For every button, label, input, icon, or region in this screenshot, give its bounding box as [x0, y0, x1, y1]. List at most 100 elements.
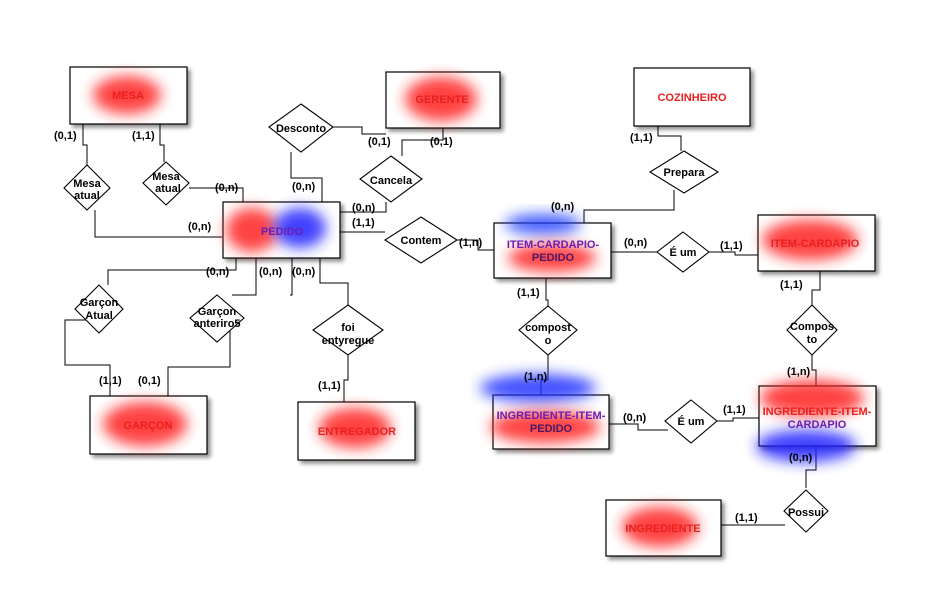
rel-prepara	[648, 150, 720, 194]
line-pedido-foientyregue	[319, 258, 349, 305]
entity-ingrediente: INGREDIENTE	[605, 499, 722, 557]
entity-item-cardapio-pedido-label-2: PEDIDO	[532, 252, 575, 264]
card-pedido-entregador: (0,n)	[292, 266, 316, 278]
card-mesa-right: (1,1)	[132, 130, 155, 142]
card-cozinheiro: (1,1)	[630, 132, 653, 144]
rel-garcon-atual	[74, 284, 124, 334]
rel-mesa-atual-1-label-2: atual	[74, 190, 100, 202]
rel-mesa-atual-2-label-1: Mesa	[152, 171, 180, 183]
rel-garcon-anteriro5-label-1: Garçon	[198, 306, 237, 318]
rel-contem-label: Contem	[401, 235, 442, 247]
line-icp-compost	[545, 278, 549, 306]
card-iic-eum: (1,1)	[723, 404, 746, 416]
entity-item-cardapio-pedido-label-1: ITEM-CARDAPIO-	[507, 239, 600, 251]
entity-garcon: GARÇON	[89, 395, 208, 455]
line-ic-compos	[811, 271, 821, 305]
line-prepara-icp	[583, 190, 675, 223]
entity-garcon-label: GARÇON	[124, 420, 173, 432]
entity-ingrediente-item-cardapio-label-1: INGREDIENTE-ITEM-	[763, 406, 872, 418]
card-pedido-garcon-ant: (0,n)	[259, 266, 283, 278]
entity-cozinheiro: COZINHEIRO	[633, 67, 751, 127]
line-cancela-pedido	[340, 202, 387, 213]
card-pedido-contem: (1,1)	[352, 217, 375, 229]
card-ic-eum: (1,1)	[720, 240, 743, 252]
line-eum-iic	[717, 417, 759, 422]
entity-item-cardapio: ITEM-CARDAPIO	[757, 214, 876, 272]
rel-foi-entyregue-label-2: entyregue	[322, 335, 375, 347]
rel-desconto-label: Desconto	[276, 123, 326, 135]
entity-mesa-label: MESA	[112, 90, 144, 102]
card-contem-icp: (1,n)	[459, 237, 483, 249]
rel-foi-entyregue-label-1: foi	[341, 322, 354, 334]
rel-prepara-label: Prepara	[664, 167, 706, 179]
rel-garcon-anteriro5-label-2: anteriro5	[193, 318, 240, 330]
rel-compost-o-label-2: o	[545, 335, 552, 347]
rel-cancela	[359, 155, 423, 203]
line-cozinheiro-prepara	[657, 126, 682, 151]
card-desconto-pedido: (0,n)	[292, 181, 316, 193]
line-mesa-mesaatual2	[159, 124, 165, 162]
rel-mesa-atual-2-label-2: atual	[155, 183, 181, 195]
entity-cozinheiro-label: COZINHEIRO	[657, 92, 727, 104]
card-cancela-pedido: (0,n)	[352, 202, 376, 214]
entity-ingrediente-item-pedido: INGREDIENTE-ITEM- PEDIDO	[480, 374, 610, 450]
card-entregador: (1,1)	[318, 380, 341, 392]
entity-ingrediente-item-pedido-label-1: INGREDIENTE-ITEM-	[497, 410, 606, 422]
card-pedido-mesa-left: (0,n)	[188, 221, 212, 233]
line-mesaatual2-pedido	[189, 187, 244, 202]
rel-compos-to	[786, 304, 838, 356]
rel-contem	[383, 216, 459, 264]
line-gerente-cancela	[401, 128, 444, 156]
rel-compos-to-label-2: to	[807, 334, 818, 346]
entity-ingrediente-label: INGREDIENTE	[625, 523, 700, 535]
card-mesa-left: (0,1)	[54, 130, 77, 142]
rel-mesa-atual-1	[63, 164, 111, 211]
rel-cancela-label: Cancela	[370, 175, 413, 187]
line-pedido-garconant	[232, 258, 257, 296]
rel-garcon-atual-label-1: Garçon	[80, 297, 119, 309]
rel-garcon-atual-label-2: Atual	[85, 310, 113, 322]
line-desconto-gerente	[333, 126, 386, 135]
card-icp-prepara: (0,n)	[551, 201, 575, 213]
rel-desconto	[268, 103, 334, 153]
rel-e-um-2-label: É um	[678, 415, 705, 428]
card-iip-eum: (0,n)	[623, 412, 647, 424]
card-iic-compos: (1,n)	[787, 366, 811, 378]
entity-ingrediente-item-cardapio: INGREDIENTE-ITEM- CARDAPIO	[756, 380, 877, 462]
entity-ingrediente-item-pedido-label-2: PEDIDO	[530, 423, 573, 435]
card-garcon-atual: (1,1)	[99, 375, 122, 387]
line-mesaatual1-pedido	[94, 210, 222, 238]
card-pedido-garcon-atual: (0,n)	[206, 266, 230, 278]
line-foientyregue-entregador	[343, 355, 349, 402]
line-compos-iic	[811, 355, 817, 386]
card-pedido-mesa-atual: (0,n)	[215, 182, 239, 194]
rel-mesa-atual-1-label-1: Mesa	[73, 178, 101, 190]
line-garconatual-garcon	[64, 319, 111, 396]
line-iip-eum	[609, 423, 668, 431]
entity-item-cardapio-label: ITEM-CARDAPIO	[771, 238, 860, 250]
entity-gerente: GERENTE	[385, 71, 501, 129]
card-iip-compost: (1,n)	[524, 371, 548, 383]
rel-foi-entyregue	[312, 304, 384, 356]
line-pedido-garconatual	[107, 258, 237, 285]
rel-possui	[783, 489, 829, 533]
entity-pedido: PEDIDO	[222, 201, 341, 259]
card-ingrediente-possui: (1,1)	[735, 512, 758, 524]
card-gerente-cancela: (0,1)	[430, 136, 453, 148]
card-gerente-desconto: (0,1)	[368, 136, 391, 148]
line-garconant-garcon	[167, 331, 231, 396]
entity-item-cardapio-pedido: ITEM-CARDAPIO- PEDIDO	[493, 214, 612, 279]
entity-ingrediente-item-cardapio-label-2: CARDAPIO	[788, 419, 847, 431]
entity-entregador: ENTREGADOR	[297, 401, 416, 461]
rel-e-um-1	[656, 231, 710, 273]
rel-compost-o	[518, 305, 578, 356]
rel-garcon-anteriro5	[189, 294, 245, 343]
card-garcon-ant: (0,1)	[138, 375, 161, 387]
entity-gerente-label: GERENTE	[415, 94, 468, 106]
line-pedido-side	[290, 258, 293, 296]
rel-mesa-atual-2	[142, 161, 190, 206]
rel-compost-o-label-1: compost	[525, 322, 571, 334]
entity-entregador-label: ENTREGADOR	[318, 426, 396, 438]
